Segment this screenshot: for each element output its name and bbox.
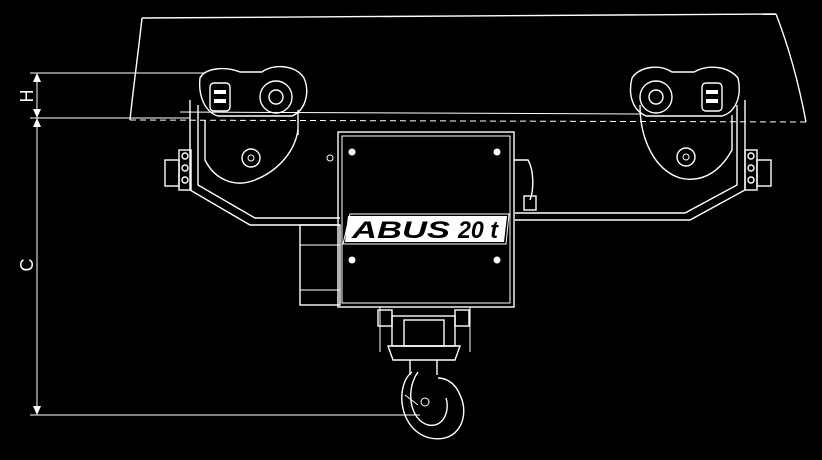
left-wheel-pair	[198, 65, 308, 117]
runway-girder	[129, 13, 807, 123]
right-wheel-pair	[629, 66, 740, 117]
nameplate-brand: ABUS	[351, 217, 450, 244]
right-trolley-frame	[515, 100, 772, 221]
left-trolley-frame	[164, 100, 340, 226]
bottom-block	[377, 307, 471, 375]
dimension-h-label: H	[17, 90, 37, 103]
dimension-lines	[30, 72, 420, 416]
crane-hook	[401, 371, 465, 440]
hoist-housing	[326, 131, 537, 308]
nameplate	[345, 216, 507, 242]
hoist-motor	[299, 224, 341, 306]
nameplate-capacity: 20 t	[457, 217, 499, 244]
dimension-c-label: C	[17, 259, 37, 272]
